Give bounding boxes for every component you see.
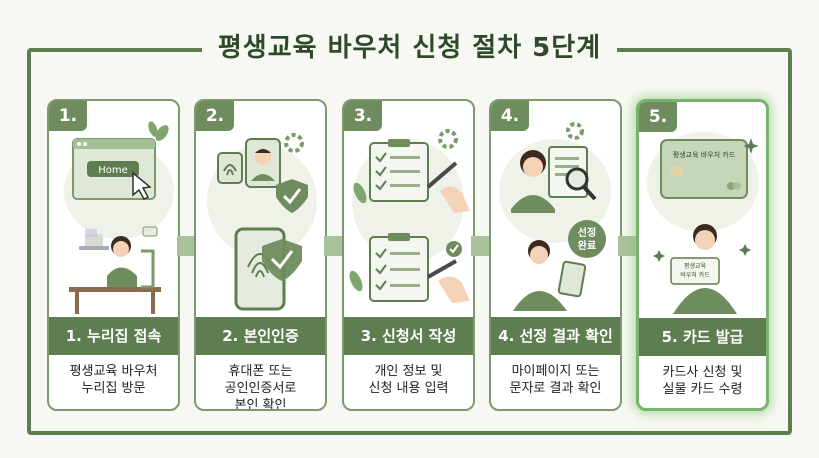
step-2-desc: 휴대폰 또는 공인인증서로 본인 확인: [196, 363, 325, 411]
step-4-label: 4. 선정 결과 확인: [491, 317, 620, 355]
step-2-badge: 2.: [196, 101, 234, 131]
step-5-label: 5. 카드 발급: [639, 318, 766, 356]
step-2-desc-line: 휴대폰 또는: [228, 364, 293, 379]
step-1-desc-line: 평생교육 바우처: [69, 364, 158, 379]
browser-window-icon: Home: [72, 138, 156, 200]
sign-text: 평생교육: [684, 262, 707, 270]
step-2-desc-line: 공인인증서로: [224, 381, 297, 396]
shield-check-icon: [276, 179, 308, 213]
step-2-illustration: [207, 133, 317, 311]
step-3-desc: 개인 정보 및 신청 내용 입력: [344, 363, 473, 397]
step-2-desc-line: 본인 확인: [234, 398, 287, 411]
pen-icon: [427, 259, 470, 303]
step-1-desc: 평생교육 바우처 누리집 방문: [49, 363, 178, 397]
step-card-4: 선정 완료 4. 4. 선정 결과 확인 마이페이지 또는 문자로 결과 확인: [489, 99, 622, 411]
step-5-desc-line: 실물 카드 수령: [662, 382, 743, 397]
shield-check-icon: [262, 239, 302, 281]
step-4-desc: 마이페이지 또는 문자로 결과 확인: [491, 363, 620, 397]
step-card-1: Home 1. 1. 누리집 접속 평생교육 바우처 누리집 방문: [47, 99, 180, 411]
magnifier-icon: [565, 167, 597, 201]
leaf-icon: [349, 182, 367, 292]
voucher-card-icon: 평생교육 바우처 카드: [660, 139, 748, 199]
step-3-badge: 3.: [344, 101, 382, 131]
step-3-label: 3. 신청서 작성: [344, 317, 473, 355]
checklist-icon: [369, 233, 429, 302]
check-circle-icon: [446, 241, 462, 257]
step-card-2: 2. 2. 본인인증 휴대폰 또는 공인인증서로 본인 확인: [194, 99, 327, 411]
step-5-illustration: 평생교육 바우처 카드 평생교육 바우처 카드: [647, 132, 759, 314]
step-3-desc-line: 신청 내용 입력: [368, 381, 449, 396]
step-4-desc-line: 문자로 결과 확인: [509, 381, 602, 396]
bubble-text: 완료: [578, 239, 596, 252]
man-with-tablet-icon: [513, 240, 587, 311]
step-card-5: 평생교육 바우처 카드 평생교육 바우처 카드 5. 5. 카드 발급 카드사 …: [636, 99, 769, 411]
card-text: 평생교육 바우처 카드: [673, 150, 736, 159]
title-wrap: 평생교육 바우처 신청 절차 5단계: [0, 28, 819, 68]
success-bubble-icon: 선정 완료: [568, 220, 606, 258]
pen-icon: [426, 161, 470, 213]
step-5-desc: 카드사 신청 및 실물 카드 수령: [639, 364, 766, 398]
gear-icon: [438, 129, 458, 149]
sparkle-icon: [653, 138, 759, 262]
step-4-badge: 4.: [491, 101, 529, 131]
step-card-3: 3. 3. 신청서 작성 개인 정보 및 신청 내용 입력: [342, 99, 475, 411]
leaf-icon: [148, 121, 169, 141]
bubble-text: 선정: [578, 226, 596, 239]
step-4-desc-line: 마이페이지 또는: [511, 364, 600, 379]
fingerprint-icon: [217, 152, 243, 184]
woman-reading-icon: [511, 150, 555, 213]
step-5-badge: 5.: [639, 102, 677, 132]
man-holding-card-icon: 평생교육 바우처 카드: [670, 224, 737, 314]
step-4-illustration: 선정 완료: [499, 122, 611, 311]
step-5-desc-line: 카드사 신청 및: [662, 365, 743, 380]
woman-at-desk-icon: [69, 226, 161, 314]
step-1-label: 1. 누리집 접속: [49, 317, 178, 355]
step-3-desc-line: 개인 정보 및: [374, 364, 443, 379]
step-1-desc-line: 누리집 방문: [81, 381, 146, 396]
sign-text: 바우처 카드: [680, 271, 710, 279]
step-1-badge: 1.: [49, 101, 87, 131]
page-title: 평생교육 바우처 신청 절차 5단계: [201, 28, 618, 68]
home-screen-text: Home: [98, 165, 128, 176]
step-1-illustration: Home: [64, 121, 174, 314]
step-2-label: 2. 본인인증: [196, 317, 325, 355]
gear-icon: [566, 122, 584, 140]
step-3-illustration: [349, 129, 470, 303]
checklist-icon: [369, 139, 429, 202]
face-id-icon: [245, 138, 281, 188]
gear-icon: [284, 133, 304, 153]
